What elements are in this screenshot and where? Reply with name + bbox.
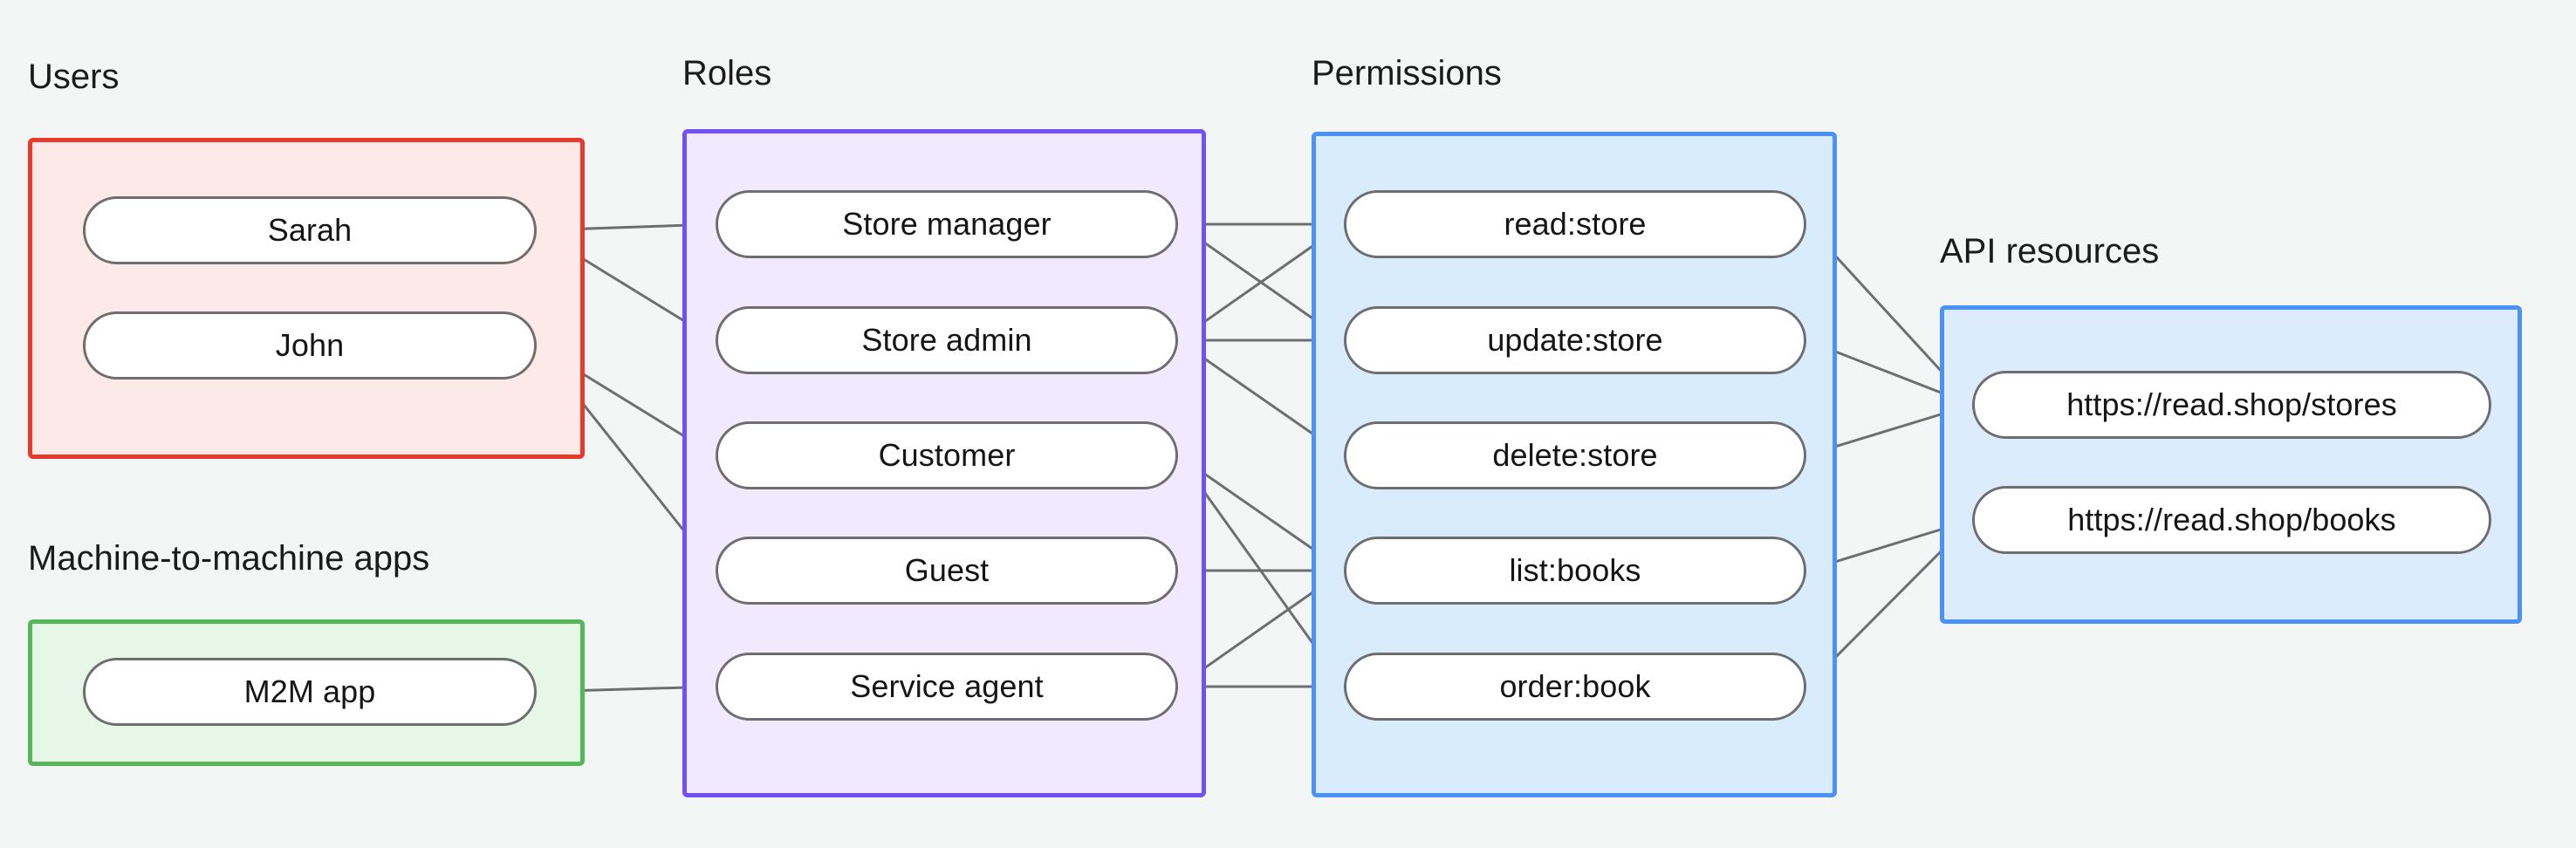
node-read-store[interactable]: read:store <box>1344 190 1806 258</box>
node-customer[interactable]: Customer <box>716 421 1178 489</box>
group-title-roles: Roles <box>682 54 772 92</box>
group-title-m2m: Machine-to-machine apps <box>28 539 430 578</box>
node-update-store[interactable]: update:store <box>1344 306 1806 374</box>
node-service-agent[interactable]: Service agent <box>716 653 1178 721</box>
group-box-api-resources <box>1940 305 2522 624</box>
node-john[interactable]: John <box>83 311 537 380</box>
group-title-api-resources: API resources <box>1940 232 2160 270</box>
group-title-permissions: Permissions <box>1312 54 1502 92</box>
node-list-books[interactable]: list:books <box>1344 537 1806 605</box>
group-box-users <box>28 138 585 459</box>
node-guest[interactable]: Guest <box>716 537 1178 605</box>
node-sarah[interactable]: Sarah <box>83 196 537 264</box>
node-delete-store[interactable]: delete:store <box>1344 421 1806 489</box>
node-m2m-app[interactable]: M2M app <box>83 658 537 726</box>
node-store-manager[interactable]: Store manager <box>716 190 1178 258</box>
node-stores-url[interactable]: https://read.shop/stores <box>1972 371 2491 439</box>
node-order-book[interactable]: order:book <box>1344 653 1806 721</box>
node-store-admin[interactable]: Store admin <box>716 306 1178 374</box>
node-books-url[interactable]: https://read.shop/books <box>1972 486 2491 554</box>
group-title-users: Users <box>28 58 120 96</box>
